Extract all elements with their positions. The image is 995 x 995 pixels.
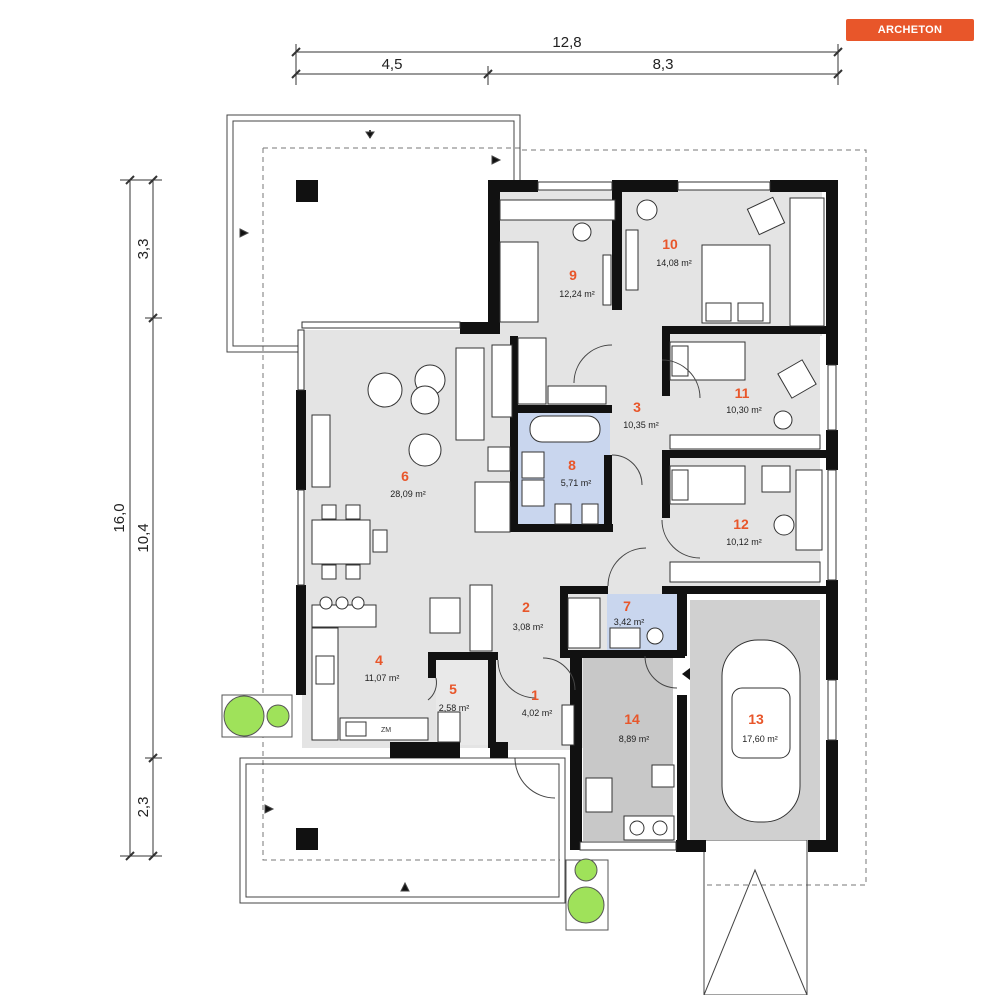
room-number: 5: [449, 681, 457, 697]
room-7-label: 7 3,42 m²: [614, 598, 645, 627]
terrace-top: [226, 114, 521, 353]
room-number: 11: [735, 385, 750, 401]
room-12-label: 12 10,12 m²: [726, 516, 762, 547]
room-6-label: 6 28,09 m²: [390, 468, 426, 499]
room-4-label: 4 11,07 m²: [365, 652, 400, 683]
room-number: 7: [623, 598, 631, 614]
dim-width-right: 8,3: [653, 56, 674, 73]
room-9-label: 9 12,24 m²: [559, 267, 595, 299]
room-number: 12: [733, 516, 749, 532]
dimension-ticks: [125, 47, 843, 861]
dim-depth-top: 3,3: [135, 239, 152, 260]
room-area: 28,09 m²: [390, 489, 426, 499]
room-number: 1: [531, 687, 539, 703]
room-number: 2: [522, 599, 530, 615]
room-3-label: 3 10,35 m²: [623, 399, 659, 430]
room-number: 14: [624, 711, 640, 727]
room-number: 4: [375, 652, 383, 668]
room-number: 3: [633, 399, 641, 415]
room-area: 12,24 m²: [559, 289, 595, 299]
room-area: 17,60 m²: [742, 734, 778, 744]
walls: [296, 180, 838, 852]
dim-total-width: 12,8: [552, 34, 581, 51]
room-11-label: 11 10,30 m²: [726, 385, 762, 415]
room-2-label: 2 3,08 m²: [513, 599, 544, 632]
room-13-label: 13 17,60 m²: [742, 711, 778, 744]
plants: [221, 694, 609, 931]
room-area: 4,02 m²: [522, 708, 553, 718]
room-area: 14,08 m²: [656, 258, 692, 268]
dim-total-depth: 16,0: [111, 503, 128, 532]
room-number: 8: [568, 457, 576, 473]
entry-arrow: [682, 668, 690, 680]
roof-overhang-outline: [262, 147, 867, 886]
terrace-bottom: [239, 757, 566, 904]
furniture: [311, 196, 825, 841]
room-area: 10,35 m²: [623, 420, 659, 430]
dim-depth-bottom: 2,3: [135, 797, 152, 818]
dimension-lines: [120, 44, 839, 857]
room-1-label: 1 4,02 m²: [522, 687, 553, 718]
room-10-label: 10 14,08 m²: [656, 236, 692, 268]
room-area: 11,07 m²: [365, 673, 400, 683]
room-area: 3,08 m²: [513, 622, 544, 632]
room-area: 10,12 m²: [726, 537, 762, 547]
room-number: 9: [569, 267, 577, 283]
driveway: [703, 839, 808, 995]
room-area: 5,71 m²: [561, 478, 592, 488]
archeton-logo: ARCHETON: [846, 19, 974, 41]
room-14-label: 14 8,89 m²: [619, 711, 650, 744]
windows: [297, 181, 837, 851]
room-area: 10,30 m²: [726, 405, 762, 415]
room-5-label: 5 2,58 m²: [439, 681, 470, 713]
dim-depth-middle: 10,4: [135, 523, 152, 552]
logo-text: ARCHETON: [877, 24, 943, 36]
room-number: 6: [401, 468, 409, 484]
dim-width-left: 4,5: [382, 56, 403, 73]
room-8-label: 8 5,71 m²: [561, 457, 592, 488]
room-area: 2,58 m²: [439, 703, 470, 713]
fridge-label: ZM: [381, 727, 391, 734]
room-area: 3,42 m²: [614, 617, 645, 627]
room-area: 8,89 m²: [619, 734, 650, 744]
room-number: 10: [662, 236, 678, 252]
door-swings: [427, 344, 701, 799]
room-number: 13: [748, 711, 764, 727]
